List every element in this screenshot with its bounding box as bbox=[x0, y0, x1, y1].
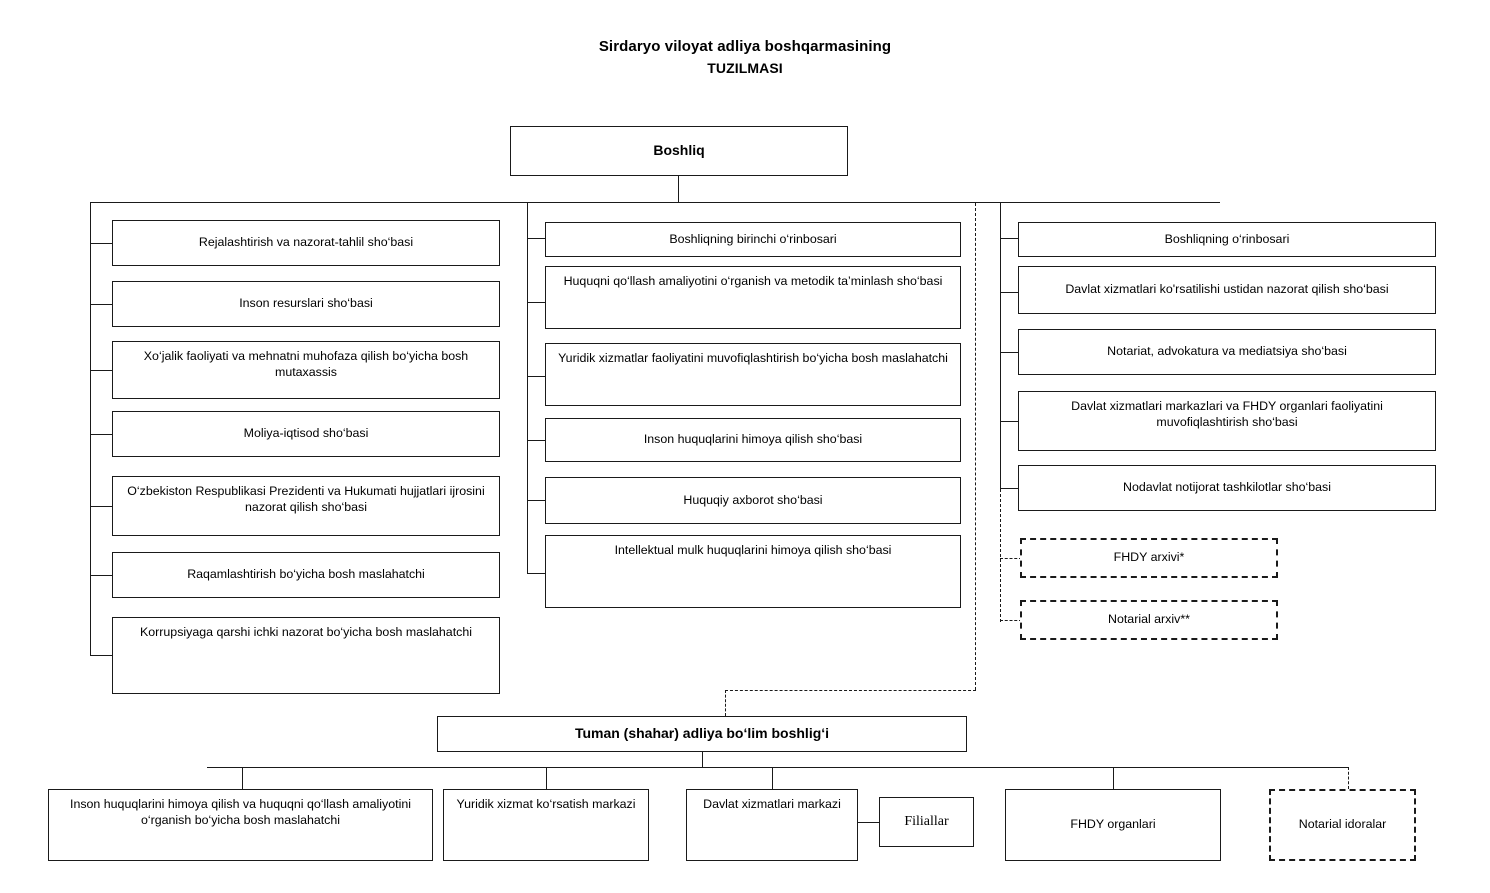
node-right-2-label: Notariat, advokatura va mediatsiya sho‘b… bbox=[1107, 344, 1347, 359]
node-district-child-4-label: FHDY organlari bbox=[1070, 817, 1156, 832]
connector-left-stub-2 bbox=[90, 304, 115, 305]
node-left-5[interactable]: O‘zbekiston Respublikasi Prezidenti va H… bbox=[112, 476, 500, 536]
connector-district-drop-horizontal bbox=[725, 690, 976, 691]
node-district-child-3[interactable]: Davlat xizmatlari markazi bbox=[686, 789, 858, 861]
node-district-head-label: Tuman (shahar) adliya bo‘lim boshlig‘i bbox=[574, 725, 830, 742]
node-left-1[interactable]: Rejalashtirish va nazorat-tahlil sho‘bas… bbox=[112, 220, 500, 266]
connector-left-spine bbox=[90, 202, 91, 655]
connector-middle-stub-0 bbox=[527, 238, 546, 239]
node-fhdy-arxivi-label: FHDY arxivi* bbox=[1113, 550, 1185, 565]
node-right-1-label: Davlat xizmatlari ko'rsatilishi ustidan … bbox=[1065, 282, 1389, 297]
node-middle-4[interactable]: Huquqiy axborot sho‘basi bbox=[545, 477, 961, 524]
connector-right-stub-2 bbox=[1000, 352, 1019, 353]
node-boshliq[interactable]: Boshliq bbox=[510, 126, 848, 176]
connector-middle-stub-2 bbox=[527, 376, 546, 377]
node-middle-2[interactable]: Yuridik xizmatlar faoliyatini muvofiqlas… bbox=[545, 343, 961, 406]
node-left-3-label: Xo‘jalik faoliyati va mehnatni muhofaza … bbox=[143, 349, 469, 379]
connector-filiallar bbox=[858, 822, 880, 823]
node-left-7[interactable]: Korrupsiyaga qarshi ichki nazorat bo‘yic… bbox=[112, 617, 500, 694]
node-boshliq-label: Boshliq bbox=[653, 142, 705, 159]
node-right-4[interactable]: Nodavlat notijorat tashkilotlar sho‘basi bbox=[1018, 465, 1436, 511]
connector-archive-stub-2 bbox=[1000, 620, 1022, 621]
node-middle-1-label: Huquqni qo‘llash amaliyotini o‘rganish v… bbox=[563, 274, 943, 288]
node-right-1[interactable]: Davlat xizmatlari ko'rsatilishi ustidan … bbox=[1018, 266, 1436, 314]
node-middle-5-label: Intellektual mulk huquqlarini himoya qil… bbox=[614, 543, 892, 557]
connector-left-stub-3 bbox=[90, 370, 115, 371]
connector-right-stub-0 bbox=[1000, 238, 1019, 239]
node-middle-2-label: Yuridik xizmatlar faoliyatini muvofiqlas… bbox=[558, 351, 948, 365]
page-title-line-2: TUZILMASI bbox=[707, 60, 783, 76]
connector-middle-stub-3 bbox=[527, 440, 546, 441]
node-left-4-label: Moliya-iqtisod sho‘basi bbox=[243, 426, 369, 441]
node-right-4-label: Nodavlat notijorat tashkilotlar sho‘basi bbox=[1123, 480, 1331, 495]
page-title-line-1: Sirdaryo viloyat adliya boshqarmasining bbox=[598, 38, 892, 55]
connector-middle-stub-5 bbox=[527, 573, 546, 574]
connector-archive-spine bbox=[1000, 489, 1001, 622]
node-district-child-4[interactable]: FHDY organlari bbox=[1005, 789, 1221, 861]
node-middle-4-label: Huquqiy axborot sho‘basi bbox=[683, 492, 823, 507]
node-right-head-label: Boshliqning o‘rinbosari bbox=[1164, 231, 1290, 246]
connector-right-stub-4 bbox=[1000, 488, 1019, 489]
node-middle-5[interactable]: Intellektual mulk huquqlarini himoya qil… bbox=[545, 535, 961, 608]
node-left-3[interactable]: Xo‘jalik faoliyati va mehnatni muhofaza … bbox=[112, 341, 500, 399]
connector-district-child-drop-2 bbox=[546, 767, 547, 789]
connector-left-stub-6 bbox=[90, 575, 115, 576]
node-right-head[interactable]: Boshliqning o‘rinbosari bbox=[1018, 222, 1436, 257]
node-middle-1[interactable]: Huquqni qo‘llash amaliyotini o‘rganish v… bbox=[545, 266, 961, 329]
node-left-1-label: Rejalashtirish va nazorat-tahlil sho‘bas… bbox=[198, 235, 414, 250]
connector-archive-stub-1 bbox=[1000, 558, 1022, 559]
node-right-3[interactable]: Davlat xizmatlari markazlari va FHDY org… bbox=[1018, 391, 1436, 451]
node-left-2-label: Inson resurslari sho‘basi bbox=[239, 296, 373, 311]
node-right-3-label: Davlat xizmatlari markazlari va FHDY org… bbox=[1071, 399, 1383, 429]
connector-district-child-drop-4 bbox=[1113, 767, 1114, 789]
connector-root-stem bbox=[678, 176, 679, 203]
node-middle-head[interactable]: Boshliqning birinchi o‘rinbosari bbox=[545, 222, 961, 257]
node-district-child-5[interactable]: Notarial idoralar bbox=[1269, 789, 1416, 861]
node-left-6[interactable]: Raqamlashtirish bo‘yicha bosh maslahatch… bbox=[112, 552, 500, 598]
connector-middle-stub-4 bbox=[527, 500, 546, 501]
connector-middle-spine bbox=[527, 202, 528, 573]
connector-district-drop-vertical bbox=[975, 203, 976, 690]
node-notarial-arxiv[interactable]: Notarial arxiv** bbox=[1020, 600, 1278, 640]
node-district-child-2[interactable]: Yuridik xizmat ko‘rsatish markazi bbox=[443, 789, 649, 861]
node-filiallar-label: Filiallar bbox=[904, 814, 949, 830]
connector-right-stub-3 bbox=[1000, 421, 1019, 422]
connector-left-stub-4 bbox=[90, 434, 115, 435]
node-fhdy-arxivi[interactable]: FHDY arxivi* bbox=[1020, 538, 1278, 578]
node-right-2[interactable]: Notariat, advokatura va mediatsiya sho‘b… bbox=[1018, 329, 1436, 375]
node-notarial-arxiv-label: Notarial arxiv** bbox=[1108, 612, 1190, 627]
connector-district-child-drop-5 bbox=[1348, 767, 1349, 789]
node-district-child-1-label: Inson huquqlarini himoya qilish va huquq… bbox=[70, 797, 411, 827]
node-district-child-2-label: Yuridik xizmat ko‘rsatish markazi bbox=[456, 797, 636, 811]
node-left-6-label: Raqamlashtirish bo‘yicha bosh maslahatch… bbox=[187, 567, 425, 582]
node-left-2[interactable]: Inson resurslari sho‘basi bbox=[112, 281, 500, 327]
connector-district-child-drop-1 bbox=[242, 767, 243, 789]
node-filiallar[interactable]: Filiallar bbox=[879, 797, 974, 847]
connector-left-stub-7 bbox=[90, 655, 115, 656]
node-district-head[interactable]: Tuman (shahar) adliya bo‘lim boshlig‘i bbox=[437, 716, 967, 752]
connector-right-stub-1 bbox=[1000, 292, 1019, 293]
node-left-7-label: Korrupsiyaga qarshi ichki nazorat bo‘yic… bbox=[140, 625, 472, 639]
connector-left-stub-5 bbox=[90, 506, 115, 507]
node-left-4[interactable]: Moliya-iqtisod sho‘basi bbox=[112, 411, 500, 457]
connector-right-spine bbox=[1000, 202, 1001, 489]
connector-main-bus bbox=[90, 202, 1220, 203]
node-left-5-label: O‘zbekiston Respublikasi Prezidenti va H… bbox=[127, 484, 485, 514]
node-district-child-1[interactable]: Inson huquqlarini himoya qilish va huquq… bbox=[48, 789, 433, 861]
connector-middle-stub-1 bbox=[527, 302, 546, 303]
node-district-child-5-label: Notarial idoralar bbox=[1298, 817, 1387, 832]
node-middle-head-label: Boshliqning birinchi o‘rinbosari bbox=[669, 231, 837, 246]
connector-district-drop-stem bbox=[725, 690, 726, 716]
connector-district-child-drop-3 bbox=[772, 767, 773, 789]
connector-left-stub-1 bbox=[90, 243, 115, 244]
node-middle-3[interactable]: Inson huquqlarini himoya qilish sho‘basi bbox=[545, 418, 961, 462]
connector-district-bus bbox=[207, 767, 1349, 768]
connector-district-head-stem bbox=[702, 752, 703, 768]
node-middle-3-label: Inson huquqlarini himoya qilish sho‘basi bbox=[643, 432, 863, 447]
node-district-child-3-label: Davlat xizmatlari markazi bbox=[703, 797, 841, 811]
